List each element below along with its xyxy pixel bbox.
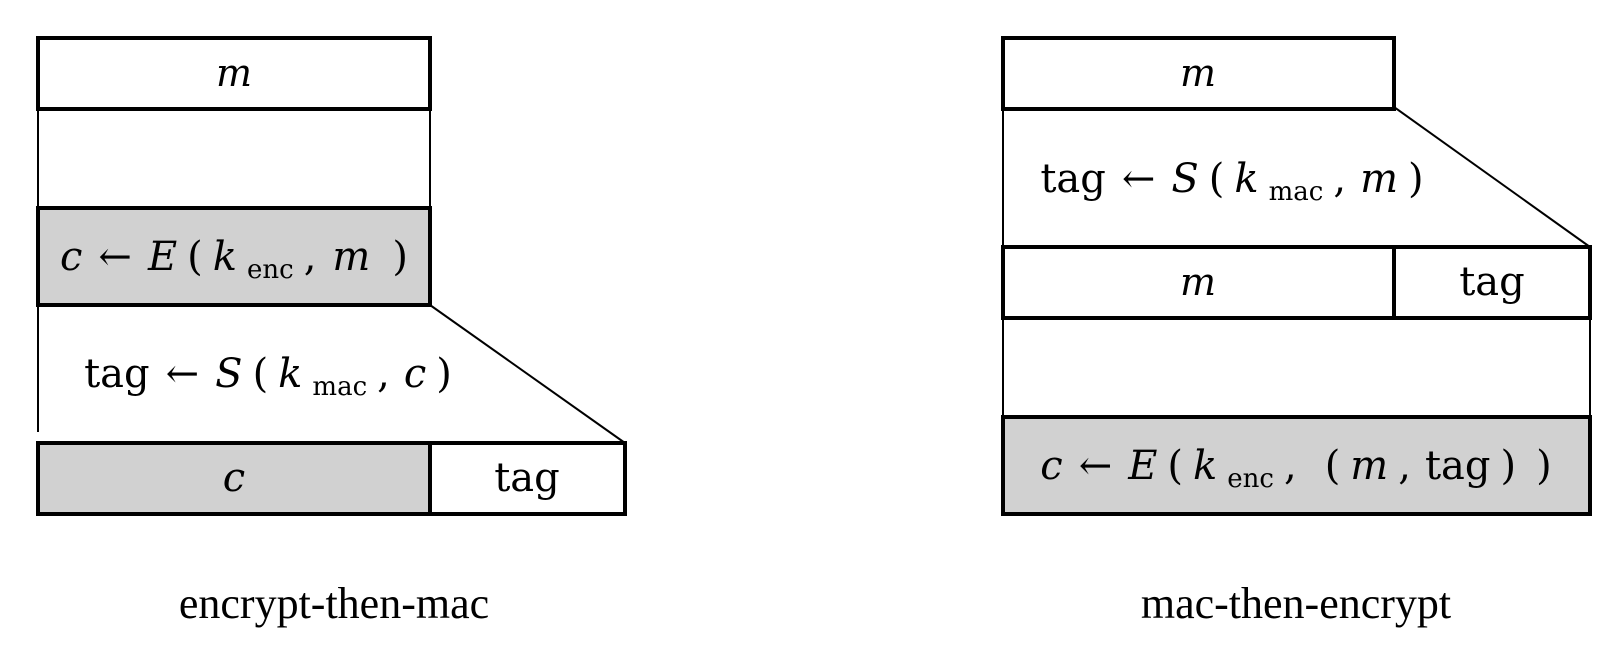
etm-m-box [36, 36, 432, 111]
etm-enc-close: ) [392, 234, 408, 280]
mte-enc-key: k [1193, 443, 1217, 489]
etm-mac-arg: c [404, 351, 426, 397]
etm-encrypt-expression: c ← E ( k enc , m ) [60, 234, 408, 287]
etm-mac-lhs: tag [84, 351, 150, 397]
mte-enc-close: ) [1536, 443, 1552, 489]
mte-m-box [1001, 36, 1396, 111]
mte-mac-arrow: ← [1122, 156, 1156, 202]
etm-enc-fn: E [147, 234, 177, 280]
mte-m-label: m [1180, 51, 1216, 95]
mte-enc-fn: E [1127, 443, 1157, 489]
etm-output-c-box [36, 441, 432, 516]
etm-output-c-label: c [223, 455, 245, 501]
mte-enc-open: ( [1167, 443, 1183, 489]
mte-mac-open: ( [1209, 156, 1225, 202]
mte-mid-m-box [1001, 245, 1396, 320]
mte-enc-arg2: tag [1425, 443, 1491, 489]
mte-mid-tag-box [1392, 245, 1592, 320]
mte-enc-arg1: m [1350, 443, 1388, 489]
mte-caption: mac-then-encrypt [1141, 579, 1451, 628]
etm-enc-lhs: c [60, 234, 82, 280]
mte-encrypt-box [1001, 415, 1592, 516]
etm-mac-key-sub: mac [312, 372, 367, 402]
mte-encrypt-expression: c ← E ( k enc , ( m , tag ) ) [1040, 443, 1551, 496]
mac-then-encrypt-diagram: m tag ← S ( k mac , m ) m tag c ← E ( k … [1001, 36, 1592, 628]
etm-enc-comma: , [304, 234, 317, 280]
mte-enc-open2: ( [1325, 443, 1341, 489]
etm-output-tag-label: tag [494, 455, 560, 501]
mte-mac-key-sub: mac [1269, 177, 1324, 207]
etm-mac-open: ( [253, 351, 269, 397]
etm-m-label: m [216, 51, 252, 95]
etm-enc-key-sub: enc [247, 255, 294, 285]
mte-enc-close2: ) [1500, 443, 1516, 489]
etm-diagonal-connector [429, 304, 626, 444]
mte-mac-comma: , [1333, 156, 1346, 202]
etm-enc-open: ( [187, 234, 203, 280]
mte-mac-fn: S [1171, 156, 1198, 202]
mte-diagonal-connector [1393, 106, 1591, 248]
etm-mac-fn: S [215, 351, 242, 397]
etm-enc-key: k [213, 234, 237, 280]
mte-enc-comma2: , [1398, 443, 1411, 489]
etm-enc-arrow: ← [98, 234, 132, 280]
etm-mac-arrow: ← [166, 351, 200, 397]
etm-output-tag-box [428, 441, 627, 516]
encrypt-then-mac-diagram: m c ← E ( k enc , m ) tag ← S ( k mac , … [36, 36, 627, 628]
etm-encrypt-box [36, 206, 432, 307]
etm-mac-key: k [278, 351, 302, 397]
etm-enc-arg: m [332, 234, 370, 280]
etm-mac-expression: tag ← S ( k mac , c ) [84, 351, 452, 404]
etm-caption: encrypt-then-mac [179, 579, 489, 628]
mte-mac-close: ) [1408, 156, 1424, 202]
mte-mac-key: k [1234, 156, 1258, 202]
mte-mid-m-label: m [1180, 260, 1216, 304]
mte-mac-lhs: tag [1040, 156, 1106, 202]
mte-enc-lhs: c [1040, 443, 1062, 489]
etm-mac-comma: , [377, 351, 390, 397]
mte-mid-tag-label: tag [1459, 259, 1525, 305]
mte-enc-key-sub: enc [1227, 464, 1274, 494]
etm-mac-close: ) [436, 351, 452, 397]
mte-mac-arg: m [1360, 156, 1398, 202]
mte-enc-comma: , [1284, 443, 1297, 489]
mte-enc-arrow: ← [1079, 443, 1113, 489]
mte-mac-expression: tag ← S ( k mac , m ) [1040, 156, 1423, 209]
